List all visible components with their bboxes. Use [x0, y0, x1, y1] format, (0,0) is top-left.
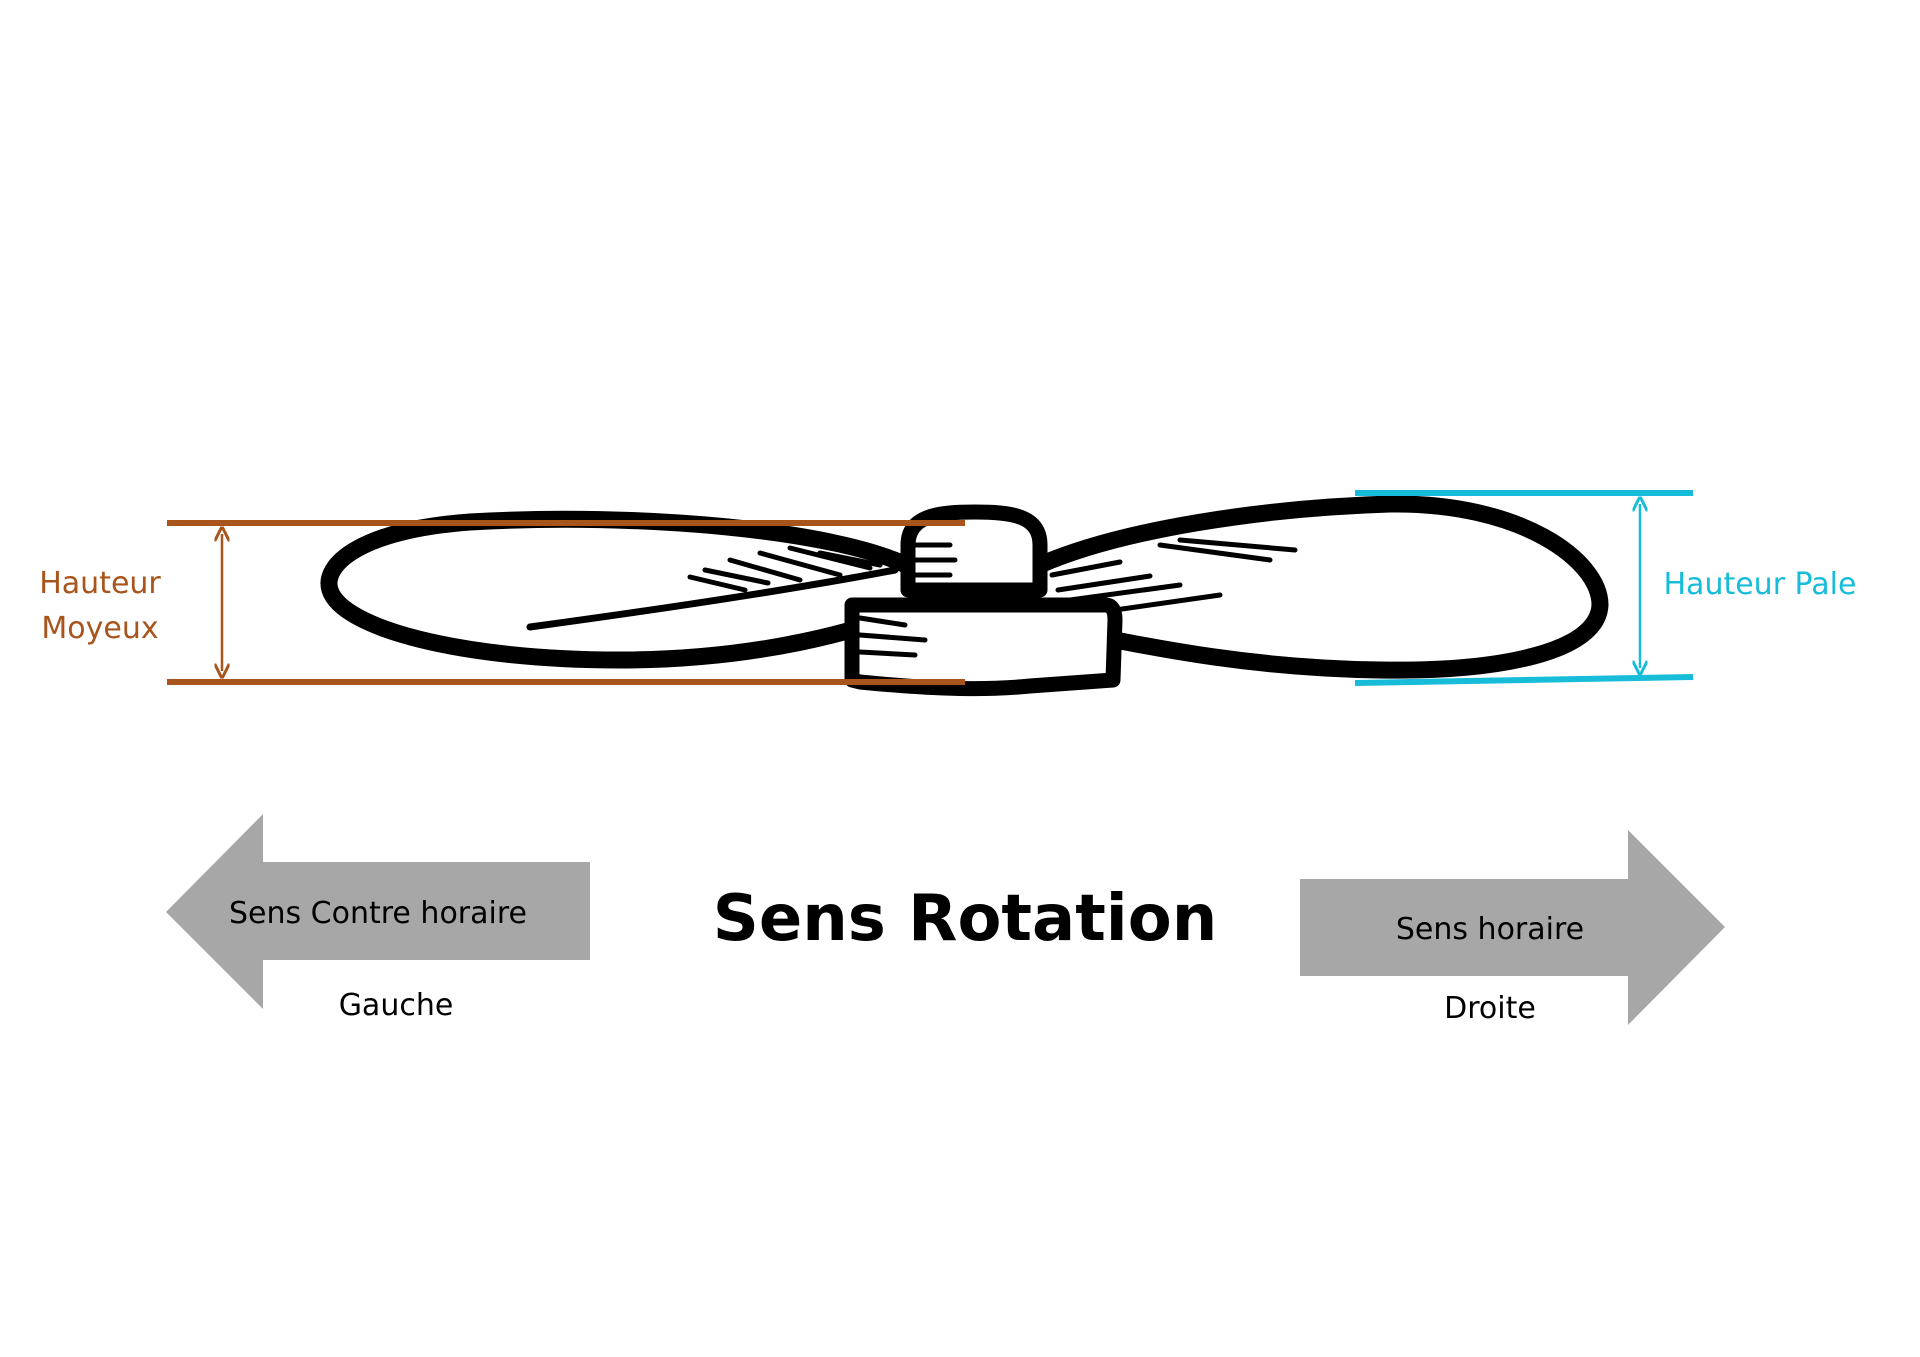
blade-height-indicator: Hauteur Pale	[1354, 490, 1857, 686]
right-direction-arrow: Sens horaire Droite	[1300, 830, 1725, 1026]
left-arrow-caption: Gauche	[339, 988, 454, 1023]
left-arrow-shape	[166, 814, 590, 1009]
left-blade	[320, 510, 921, 669]
left-direction-arrow: Sens Contre horaire Gauche	[166, 814, 590, 1023]
hub-height-label-line2: Moyeux	[41, 611, 158, 646]
hub-height-label-line1: Hauteur	[39, 566, 161, 601]
right-blade	[1031, 495, 1609, 679]
right-arrow-caption: Droite	[1444, 991, 1536, 1026]
left-arrow-label: Sens Contre horaire	[229, 896, 527, 931]
blade-height-bottom-line	[1354, 674, 1694, 686]
hub-height-indicator: Hauteur Moyeux	[39, 520, 965, 685]
hub-cap	[900, 504, 1048, 598]
diagram-title: Sens Rotation	[713, 882, 1218, 956]
blade-height-label: Hauteur Pale	[1664, 567, 1857, 602]
hub-base	[844, 597, 1123, 697]
right-arrow-shape	[1300, 830, 1725, 1025]
right-arrow-label: Sens horaire	[1396, 912, 1584, 947]
propeller-sketch-icon	[320, 495, 1609, 697]
